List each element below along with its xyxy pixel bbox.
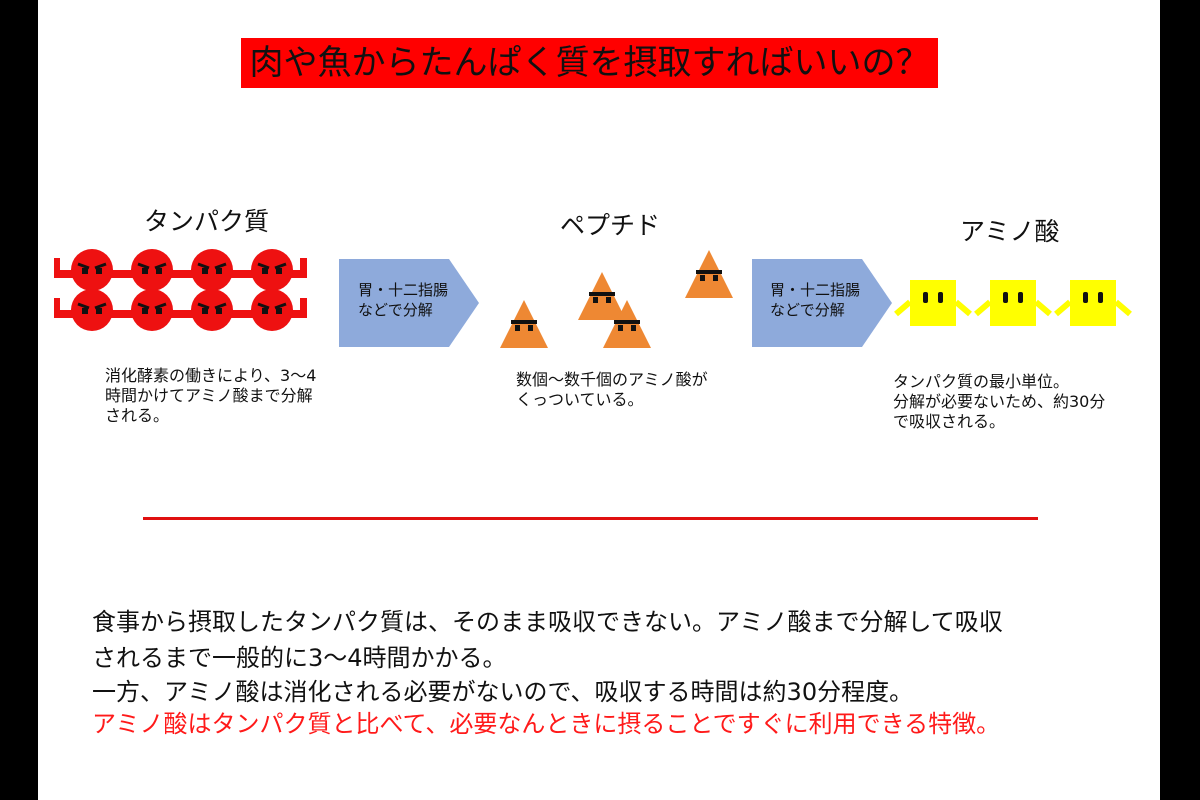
protein-eye [202,268,208,274]
protein-ball [71,249,113,291]
protein-brow [197,262,227,270]
stage-label-peptide: ペプチド [560,211,661,240]
summary-line-3: 一方、アミノ酸は消化される必要がないので、吸収する時間は約30分程度。 [92,678,914,706]
protein-ball [191,289,233,331]
protein-eye [276,268,282,274]
protein-ball [251,249,293,291]
protein-eye [216,268,222,274]
stage-description-protein: 消化酵素の働きにより、3〜4 時間かけてアミノ酸まで分解 される。 [105,366,317,425]
protein-brow [257,262,287,270]
summary-line-2: されるまで一般的に3〜4時間かかる。 [92,644,507,672]
protein-ball [191,249,233,291]
summary-line-1: 食事から摂取したタンパク質は、そのまま吸収できない。アミノ酸まで分解して吸収 [92,608,1003,636]
protein-brow [257,302,287,310]
peptide-illustration [500,250,733,348]
protein-ball [71,289,113,331]
amino-acid-eye [1018,292,1023,303]
protein-eye [262,308,268,314]
peptide-brow [614,320,640,324]
digestion-arrow-2 [752,259,892,347]
amino-acid-block [910,280,956,326]
protein-eye [276,308,282,314]
peptide-eye [528,325,533,331]
protein-eye [82,308,88,314]
amino-acid-eye [1003,292,1008,303]
amino-acid-eye [923,292,928,303]
protein-eye [156,268,162,274]
protein-brow [137,302,167,310]
protein-eye [142,268,148,274]
arrow-label-2: 胃・十二指腸 などで分解 [770,281,861,319]
arrow-label-1: 胃・十二指腸 などで分解 [358,281,449,319]
stage-label-amino-acid: アミノ酸 [960,217,1060,246]
amino-acid-eye [938,292,943,303]
stage-description-peptide: 数個〜数千個のアミノ酸が くっついている。 [516,370,708,409]
amino-acid-block [990,280,1036,326]
protein-chain-link [54,258,307,278]
peptide-brow [589,292,615,296]
digestion-arrow-1 [339,259,479,347]
protein-eye [156,308,162,314]
peptide-eye [713,275,718,281]
peptide-brow [696,270,722,274]
peptide-eye [700,275,705,281]
protein-eye [216,308,222,314]
amino-acid-eye [1098,292,1103,303]
amino-acid-illustration [894,280,1132,326]
amino-acid-arm [974,299,1052,317]
protein-eye [82,268,88,274]
peptide-eye [593,297,598,303]
slide-title: 肉や魚からたんぱく質を摂取すればいいの？ [241,38,938,88]
amino-acid-block [1070,280,1116,326]
protein-chain-link [54,298,307,318]
protein-eye [96,268,102,274]
amino-acid-arm [1054,299,1132,317]
protein-brow [137,262,167,270]
peptide-eye [618,325,623,331]
section-divider [143,517,1038,520]
protein-eye [262,268,268,274]
amino-acid-arm [894,299,972,317]
peptide-eye [606,297,611,303]
protein-chain-illustration [54,249,307,331]
peptide-brow [511,320,537,324]
protein-eye [142,308,148,314]
protein-eye [202,308,208,314]
protein-brow [77,302,107,310]
protein-eye [96,308,102,314]
protein-ball [251,289,293,331]
slide: 肉や魚からたんぱく質を摂取すればいいの？ タンパク質 消化酵素の働きにより、3〜… [38,0,1160,800]
protein-brow [77,262,107,270]
peptide-eye [631,325,636,331]
stage-description-amino-acid: タンパク質の最小単位。 分解が必要ないため、約30分 で吸収される。 [893,372,1106,431]
protein-brow [197,302,227,310]
stage-label-protein: タンパク質 [144,207,270,236]
peptide-eye [515,325,520,331]
amino-acid-eye [1083,292,1088,303]
protein-ball [131,289,173,331]
summary-highlight-line: アミノ酸はタンパク質と比べて、必要なんときに摂ることですぐに利用できる特徴。 [92,710,1001,738]
protein-ball [131,249,173,291]
